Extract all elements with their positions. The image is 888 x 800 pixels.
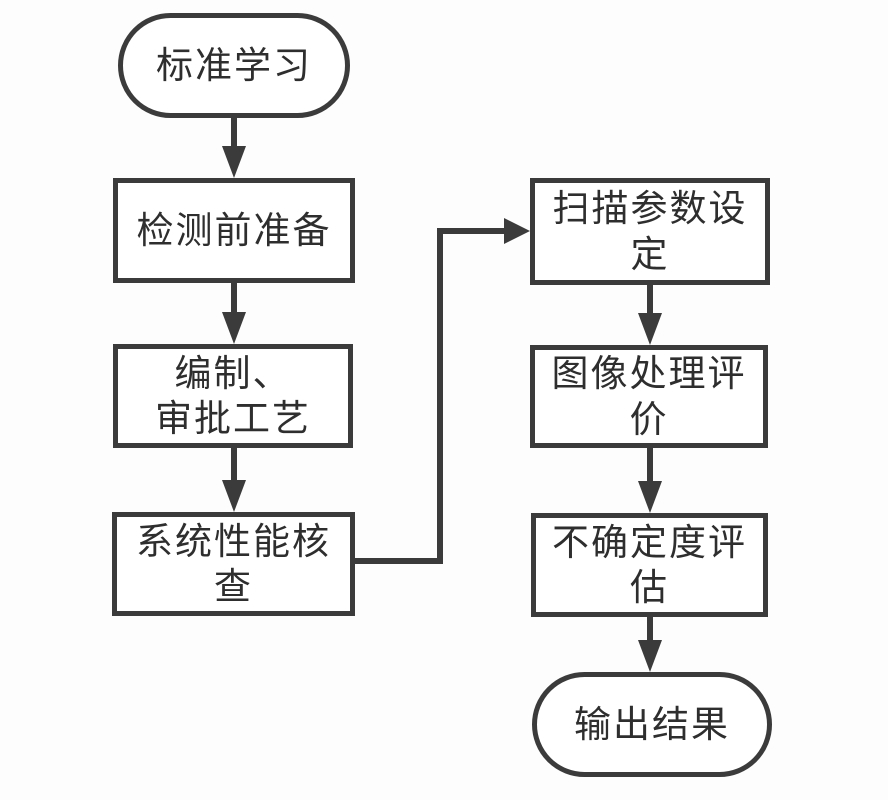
node-standard-learning: 标准学习 <box>118 13 350 118</box>
node-output-result: 输出结果 <box>532 672 772 777</box>
node-label-line1: 编制、 <box>174 351 292 395</box>
arrow-prep-to-compile-shaft <box>231 282 237 315</box>
arrow-standard-to-prep-shaft <box>231 117 237 149</box>
arrow-prep-to-compile-head-icon <box>222 312 246 344</box>
arrow-uncertainty-to-output-head-icon <box>638 640 662 672</box>
node-label: 图像处理评价 <box>551 352 747 441</box>
node-image-processing-evaluation: 图像处理评价 <box>530 345 768 448</box>
arrow-image-to-uncertainty-head-icon <box>638 481 662 513</box>
node-label: 不确定度评估 <box>552 520 747 609</box>
elbow-syscheck-to-scan-vertical-segment <box>437 228 443 564</box>
node-label: 系统性能核查 <box>136 519 331 608</box>
node-pre-inspection-preparation: 检测前准备 <box>113 178 355 283</box>
node-label: 检测前准备 <box>136 208 332 252</box>
arrow-compile-to-syscheck-head-icon <box>222 480 246 512</box>
arrow-compile-to-syscheck-shaft <box>231 447 237 483</box>
node-compile-approve-process: 编制、 审批工艺 <box>113 344 353 448</box>
node-label: 标准学习 <box>156 43 312 87</box>
arrow-uncertainty-to-output-shaft <box>647 616 653 643</box>
node-label: 扫描参数设定 <box>552 187 748 276</box>
elbow-syscheck-to-scan-top-segment <box>437 228 504 234</box>
elbow-syscheck-to-scan-bottom-segment <box>354 558 443 564</box>
arrow-scan-to-image-head-icon <box>638 313 662 345</box>
arrow-image-to-uncertainty-shaft <box>647 447 653 484</box>
node-label: 输出结果 <box>574 702 730 746</box>
node-label-line2: 审批工艺 <box>155 397 311 440</box>
elbow-syscheck-to-scan-head-icon <box>504 218 530 244</box>
arrow-scan-to-image-shaft <box>647 284 653 316</box>
node-system-performance-check: 系统性能核查 <box>112 512 355 616</box>
arrow-standard-to-prep-head-icon <box>222 146 246 178</box>
node-scan-parameter-setting: 扫描参数设定 <box>530 178 770 285</box>
node-uncertainty-assessment: 不确定度评估 <box>531 513 768 617</box>
